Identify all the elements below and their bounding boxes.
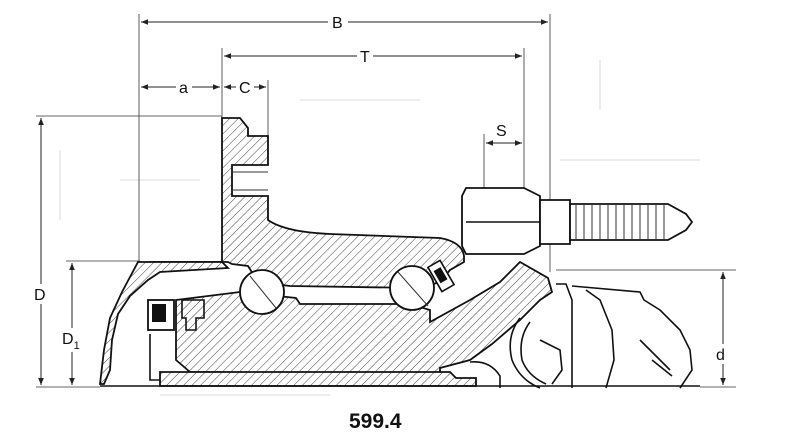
dim-label-d: d — [716, 347, 725, 364]
dim-label-a: a — [179, 80, 188, 97]
dim-label-B: B — [332, 15, 343, 32]
dim-label-C: C — [239, 80, 251, 97]
dim-label-S: S — [496, 123, 507, 140]
dim-label-D: D — [34, 287, 46, 304]
seal-ring-right — [426, 259, 456, 293]
dimension-labels: B T a C S D D1 d — [30, 12, 732, 364]
dim-label-T: T — [360, 49, 370, 66]
ball-left — [239, 269, 285, 315]
dim-label-D1: D1 — [62, 331, 80, 352]
knuckle-housing — [509, 283, 693, 389]
spindle-bottom — [100, 360, 700, 388]
background-ghost-lines — [59, 60, 700, 396]
outer-race — [98, 261, 231, 385]
rolling-elements — [239, 265, 435, 315]
extension-lines — [36, 14, 736, 388]
wheel-bolt — [461, 187, 694, 255]
drawing-caption: 599.4 — [349, 410, 402, 433]
